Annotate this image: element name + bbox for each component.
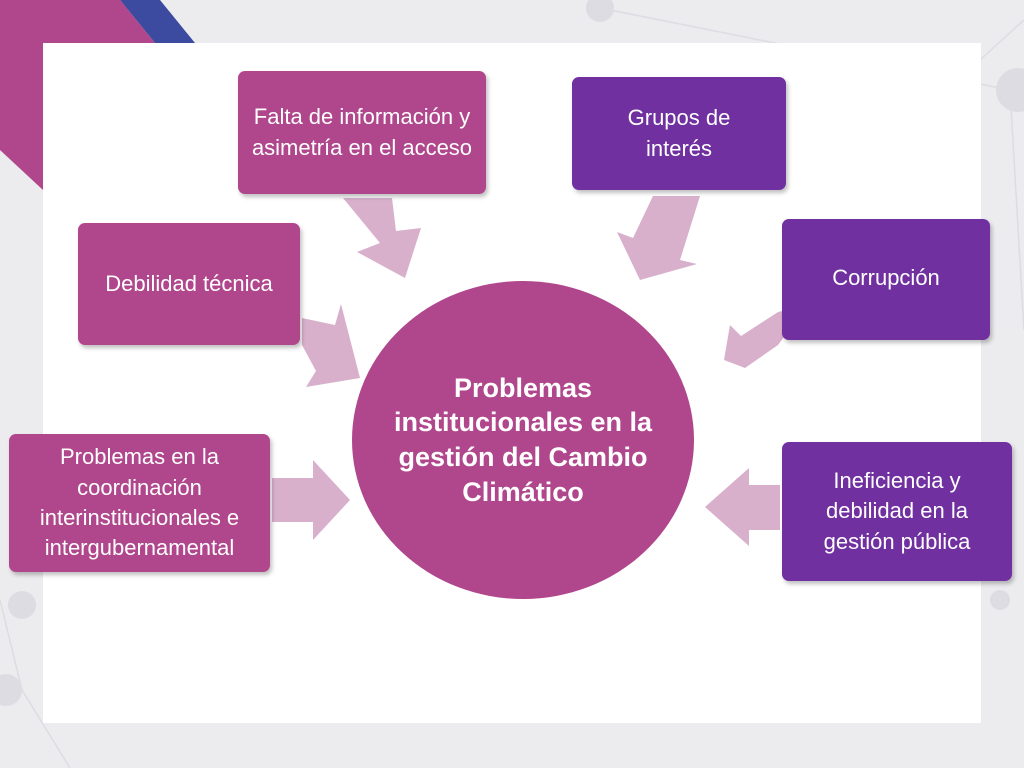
arrow-falta-informacion — [343, 198, 421, 278]
node-label: Problemas en la coordinación interinstit… — [39, 444, 240, 561]
central-node: Problemas institucionales en la gestión … — [352, 281, 694, 599]
node-label: Falta de información y asimetría en el a… — [251, 104, 473, 160]
arrow-grupos-interes — [617, 196, 700, 280]
arrow-debilidad-tecnica — [302, 304, 360, 387]
corner-blue-stripe — [120, 0, 195, 43]
arrow-ineficiencia — [705, 468, 780, 546]
corner-magenta-stripe — [0, 0, 155, 190]
node-label: Corrupción — [832, 265, 940, 290]
arrow-problemas-coordinacion — [272, 460, 350, 540]
node-label: Grupos de interés — [627, 105, 731, 161]
node-label: Debilidad técnica — [105, 270, 273, 296]
node-grupos-interes: Grupos de interés — [572, 77, 786, 190]
node-ineficiencia: Ineficiencia y debilidad en la gestión p… — [782, 442, 1012, 581]
node-debilidad-tecnica: Debilidad técnica — [78, 223, 300, 345]
node-corrupcion: Corrupción — [782, 219, 990, 340]
central-node-label: Problemas institucionales en la gestión … — [393, 372, 653, 507]
node-problemas-coordinacion: Problemas en la coordinación interinstit… — [9, 434, 270, 572]
node-falta-informacion: Falta de información y asimetría en el a… — [238, 71, 486, 194]
node-label: Ineficiencia y debilidad en la gestión p… — [823, 467, 971, 554]
